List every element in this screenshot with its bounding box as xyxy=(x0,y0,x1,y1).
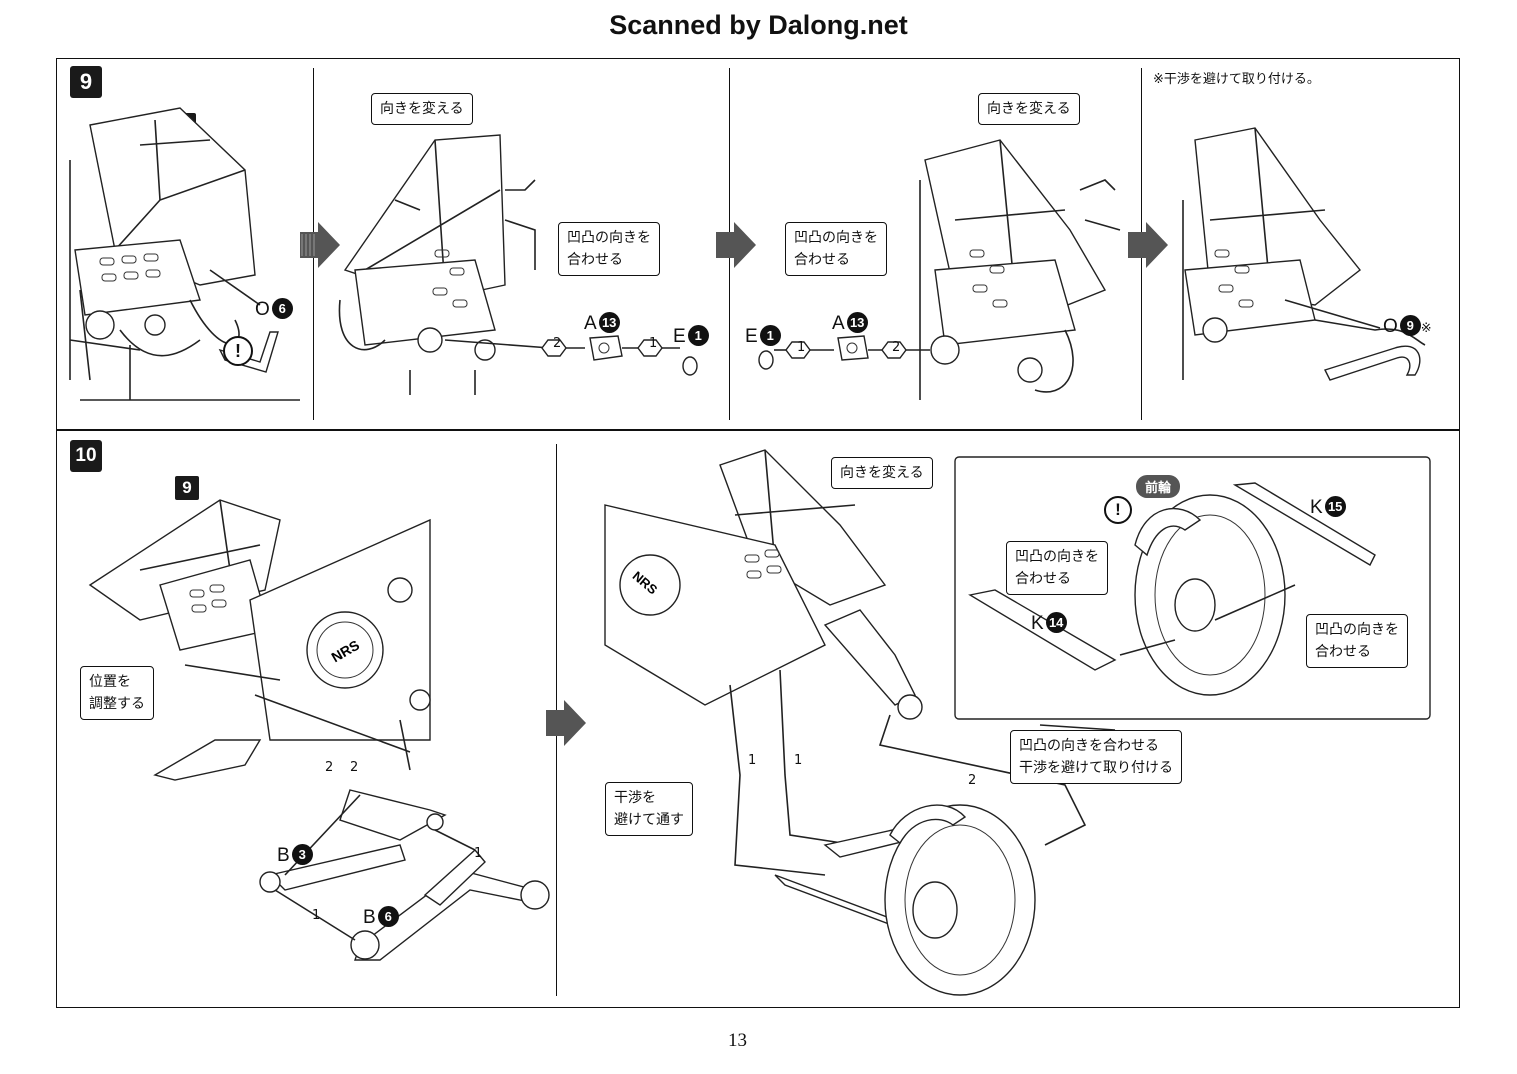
part-letter: K xyxy=(1310,497,1323,518)
callout-avoid-interference: 干渉を 避けて通す xyxy=(605,782,693,836)
callout-text: 向きを変える xyxy=(840,465,924,481)
step-10-number: 10 xyxy=(70,440,102,472)
part-letter: A xyxy=(584,313,597,334)
callout-line-2: 合わせる xyxy=(567,252,623,268)
part-number-badge: 9 xyxy=(1399,315,1421,336)
order-mark: 1 xyxy=(794,753,803,768)
step-arrow-icon xyxy=(1128,222,1168,268)
callout-line-1: 凹凸の向きを合わせる xyxy=(1019,738,1159,754)
step-9-note: ※干渉を避けて取り付ける。 xyxy=(1153,72,1320,87)
part-number-badge: 13 xyxy=(598,312,620,333)
part-number-badge: 15 xyxy=(1324,496,1346,517)
order-mark: 2 xyxy=(892,340,901,355)
order-mark: 1 xyxy=(474,846,483,861)
part-letter: E xyxy=(673,326,686,347)
step-arrow-icon xyxy=(546,700,586,746)
part-letter: K xyxy=(1031,613,1044,634)
part-letter: B xyxy=(363,907,376,928)
part-letter: O xyxy=(255,299,270,320)
part-number-badge: 6 xyxy=(377,906,399,927)
callout-text: 向きを変える xyxy=(987,101,1071,117)
callout-text: 向きを変える xyxy=(380,101,464,117)
step-arrow-icon xyxy=(300,222,340,268)
order-mark: 1 xyxy=(312,908,321,923)
callout-line-1: 凹凸の向きを xyxy=(1315,622,1399,638)
part-note-mark: ※ xyxy=(1420,320,1432,335)
callout-align-keys: 凹凸の向きを 合わせる xyxy=(785,222,887,276)
callout-line-1: 干渉を xyxy=(614,790,656,806)
order-mark: 2 xyxy=(350,760,359,775)
front-wheel-tag: 前輪 xyxy=(1136,475,1181,498)
callout-line-1: 凹凸の向きを xyxy=(567,230,651,246)
exclamation-icon: ! xyxy=(1104,496,1132,524)
step-9-illustration-1 xyxy=(69,107,300,401)
callout-turn-direction: 向きを変える xyxy=(978,93,1080,125)
callout-line-2: 避けて通す xyxy=(614,812,684,828)
callout-line-1: 位置を xyxy=(89,674,131,690)
callout-align-keys-inset: 凹凸の向きを 合わせる xyxy=(1306,614,1408,668)
callout-turn-direction: 向きを変える xyxy=(831,457,933,489)
part-number-badge: 1 xyxy=(687,325,709,346)
part-number-badge: 6 xyxy=(271,298,293,319)
part-number-badge: 1 xyxy=(759,325,781,346)
callout-line-2: 干渉を避けて取り付ける xyxy=(1019,760,1173,776)
order-mark: 1 xyxy=(797,340,806,355)
callout-align-keys: 凹凸の向きを 合わせる xyxy=(558,222,660,276)
callout-align-keys-inset: 凹凸の向きを 合わせる xyxy=(1006,541,1108,595)
part-letter: A xyxy=(832,313,845,334)
step-10-reference-step: 9 xyxy=(175,476,199,500)
part-number-badge: 13 xyxy=(846,312,868,333)
page-number: 13 xyxy=(728,1030,747,1051)
order-mark: 1 xyxy=(748,753,757,768)
scan-credit-header: Scanned by Dalong.net xyxy=(609,10,908,40)
order-mark: 2 xyxy=(968,773,977,788)
step-9-illustration-4 xyxy=(1182,127,1426,381)
callout-align-and-avoid: 凹凸の向きを合わせる 干渉を避けて取り付ける xyxy=(1010,730,1182,784)
step-9-number: 9 xyxy=(70,66,102,98)
step-9-panel xyxy=(56,58,1460,430)
exclamation-icon: ! xyxy=(223,336,253,366)
callout-line-2: 合わせる xyxy=(794,252,850,268)
part-letter: O xyxy=(1383,316,1398,337)
part-number-badge: 14 xyxy=(1045,612,1067,633)
callout-adjust-position: 位置を 調整する xyxy=(80,666,154,720)
order-mark: 2 xyxy=(325,760,334,775)
part-number-badge: 3 xyxy=(291,844,313,865)
step-arrow-icon xyxy=(716,222,756,268)
order-mark: 2 xyxy=(553,336,562,351)
parts-sequence-b xyxy=(758,335,930,370)
callout-line-1: 凹凸の向きを xyxy=(794,230,878,246)
step-10-illustration-frame: NRS xyxy=(88,499,550,961)
step-9-illustration-3 xyxy=(919,139,1121,400)
order-mark: 1 xyxy=(649,336,658,351)
step-9-illustration-2 xyxy=(338,134,551,395)
step-10-panel xyxy=(56,430,1460,1008)
callout-line-2: 合わせる xyxy=(1315,644,1371,660)
step-10-illustration-wheel: NRS xyxy=(604,449,1431,996)
callout-line-2: 合わせる xyxy=(1015,571,1071,587)
part-letter: E xyxy=(745,326,758,347)
part-letter: B xyxy=(277,845,290,866)
callout-turn-direction: 向きを変える xyxy=(371,93,473,125)
callout-line-2: 調整する xyxy=(89,696,145,712)
callout-line-1: 凹凸の向きを xyxy=(1015,549,1099,565)
parts-sequence-a xyxy=(541,335,698,376)
